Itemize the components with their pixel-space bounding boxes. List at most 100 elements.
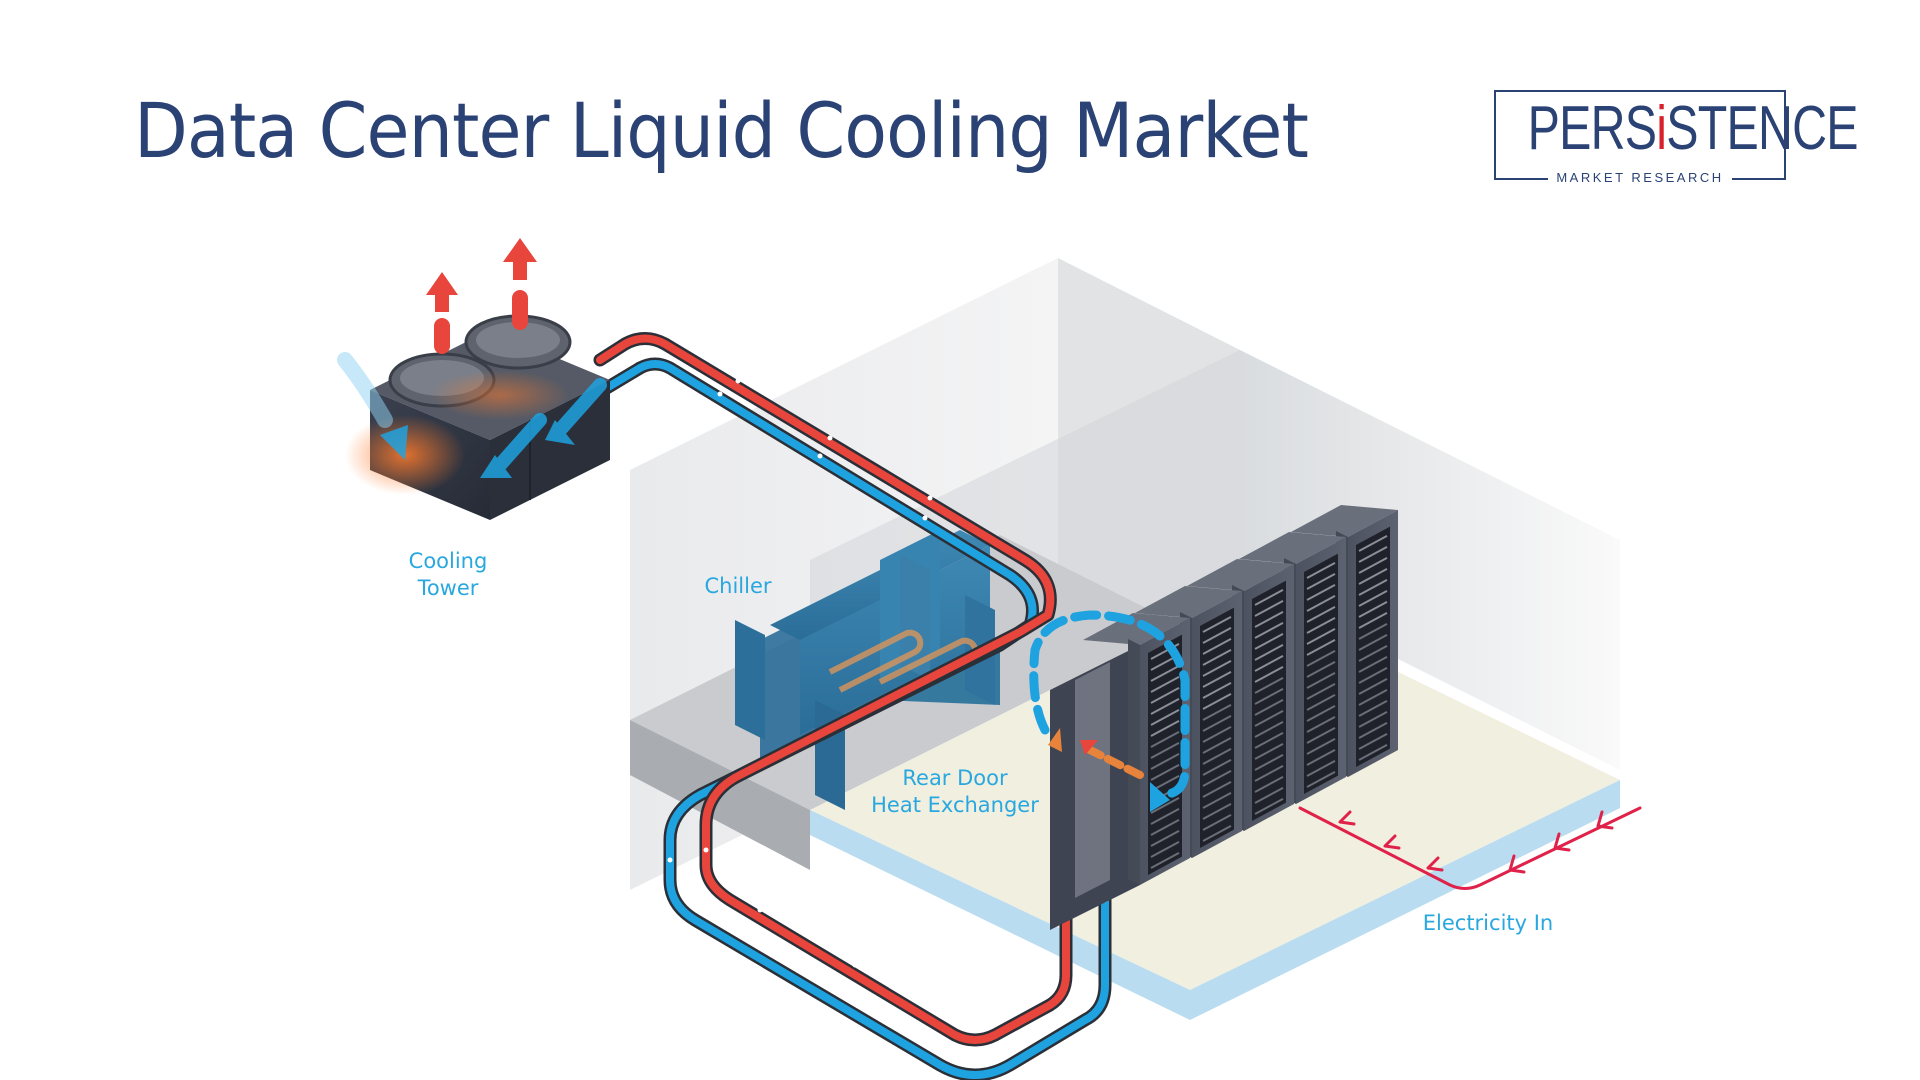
power-cable: [1298, 806, 1642, 890]
rack-slot: [1202, 704, 1232, 721]
logo-tagline: MARKET RESEARCH: [1496, 167, 1784, 186]
rack-slot: [1306, 562, 1336, 579]
rack-slot: [1254, 677, 1284, 694]
logo-wordmark: PERSiSTENCE: [1528, 94, 1859, 163]
rack-slot: [1202, 814, 1232, 831]
rack-slot: [1254, 644, 1284, 661]
rack-slot: [1306, 727, 1336, 744]
rack-slot: [1202, 616, 1232, 633]
rack-top: [1291, 505, 1398, 537]
rack-slot: [1358, 557, 1388, 574]
rack-slot: [1358, 612, 1388, 629]
rack-top: [1239, 532, 1346, 564]
rack-slot: [1254, 589, 1284, 606]
rack-slot: [1150, 830, 1180, 847]
rack-slot: [1150, 687, 1180, 704]
rack-slot: [1202, 770, 1232, 787]
rack-slot: [1254, 699, 1284, 716]
rack-slot: [1150, 731, 1180, 748]
rack-slot: [1150, 797, 1180, 814]
heat-flow: [1086, 746, 1144, 779]
rack-slot: [1202, 715, 1232, 732]
rack-slot: [1358, 656, 1388, 673]
rack-slot: [1254, 765, 1284, 782]
server-racks: [1050, 505, 1398, 930]
rack-slot: [1306, 584, 1336, 601]
rack-slot: [1358, 535, 1388, 552]
rack-top: [1135, 586, 1242, 618]
rack-slot: [1150, 720, 1180, 737]
label-chiller: Chiller: [704, 574, 771, 598]
rack-slot: [1254, 633, 1284, 650]
rack-slot: [1202, 638, 1232, 655]
rack-slot: [1358, 733, 1388, 750]
rack-slot: [1306, 694, 1336, 711]
electricity-line: [1298, 806, 1642, 890]
floor-edge-right: [1190, 780, 1620, 1020]
rack-slot: [1150, 819, 1180, 836]
rack-slot: [1202, 693, 1232, 710]
chiller-plate-left: [735, 620, 765, 740]
heat-arrow-icon: [1080, 740, 1098, 755]
page-title: Data Center Liquid Cooling Market: [134, 86, 1309, 175]
cooling-tower: [337, 238, 610, 520]
rack-slot: [1306, 760, 1336, 777]
hot-water-pipe: [596, 334, 1104, 1044]
rack-slot: [1254, 754, 1284, 771]
rack-slot: [1254, 611, 1284, 628]
rack-slot: [1358, 634, 1388, 651]
rack-slot: [1150, 709, 1180, 726]
rack-slot: [1306, 628, 1336, 645]
rack-slot: [1202, 671, 1232, 688]
airflow-loop: [1029, 610, 1190, 800]
rack-slot: [1358, 601, 1388, 618]
airflow-arrow-icon: [1150, 782, 1170, 812]
cold-water-pipe: [596, 360, 1109, 1079]
rack-slot: [1202, 781, 1232, 798]
logo-accent: i: [1656, 94, 1667, 163]
rack-top: [1083, 613, 1190, 645]
rack-slot: [1202, 726, 1232, 743]
rack-slot: [1306, 661, 1336, 678]
rack-top: [1187, 559, 1294, 591]
rack-slot: [1254, 721, 1284, 738]
rack-slot: [1306, 639, 1336, 656]
rack-slot: [1358, 568, 1388, 585]
rack-slot: [1254, 732, 1284, 749]
rack-slot: [1202, 627, 1232, 644]
rack-slot: [1150, 764, 1180, 781]
rack-slot: [1150, 742, 1180, 759]
rack-slot: [1358, 645, 1388, 662]
rack-slot: [1306, 771, 1336, 788]
chiller-plate-mid: [900, 555, 930, 680]
label-electricity-in: Electricity In: [1423, 911, 1554, 935]
rack-slot: [1202, 759, 1232, 776]
rack-slot: [1306, 672, 1336, 689]
hot-air-up-arrow-icon: [426, 238, 537, 354]
rack-slot: [1306, 683, 1336, 700]
rack-slot: [1202, 792, 1232, 809]
rack-slot: [1254, 655, 1284, 672]
rack-slot: [1306, 650, 1336, 667]
logo-suffix: STENCE: [1666, 94, 1858, 163]
rack-slot: [1358, 722, 1388, 739]
rack-slot: [1254, 776, 1284, 793]
rack-slot: [1358, 579, 1388, 596]
rack-slot: [1254, 743, 1284, 760]
rack-slot: [1358, 623, 1388, 640]
rack-slot: [1202, 803, 1232, 820]
rack-slot: [1254, 787, 1284, 804]
rack-slot: [1254, 666, 1284, 683]
rack-slot: [1150, 753, 1180, 770]
chiller-coil: [828, 629, 924, 693]
rack-slot: [1150, 698, 1180, 715]
rack-slot: [1150, 808, 1180, 825]
rack-slot: [1254, 622, 1284, 639]
rack-slot: [1202, 649, 1232, 666]
rack-slot: [1358, 711, 1388, 728]
persistence-logo: PERSiSTENCE MARKET RESEARCH: [1494, 90, 1859, 185]
rack-grille: [1304, 553, 1338, 794]
rack-slot: [1150, 841, 1180, 858]
rack-slot: [1150, 665, 1180, 682]
label-cooling-tower-2: Tower: [417, 576, 479, 600]
